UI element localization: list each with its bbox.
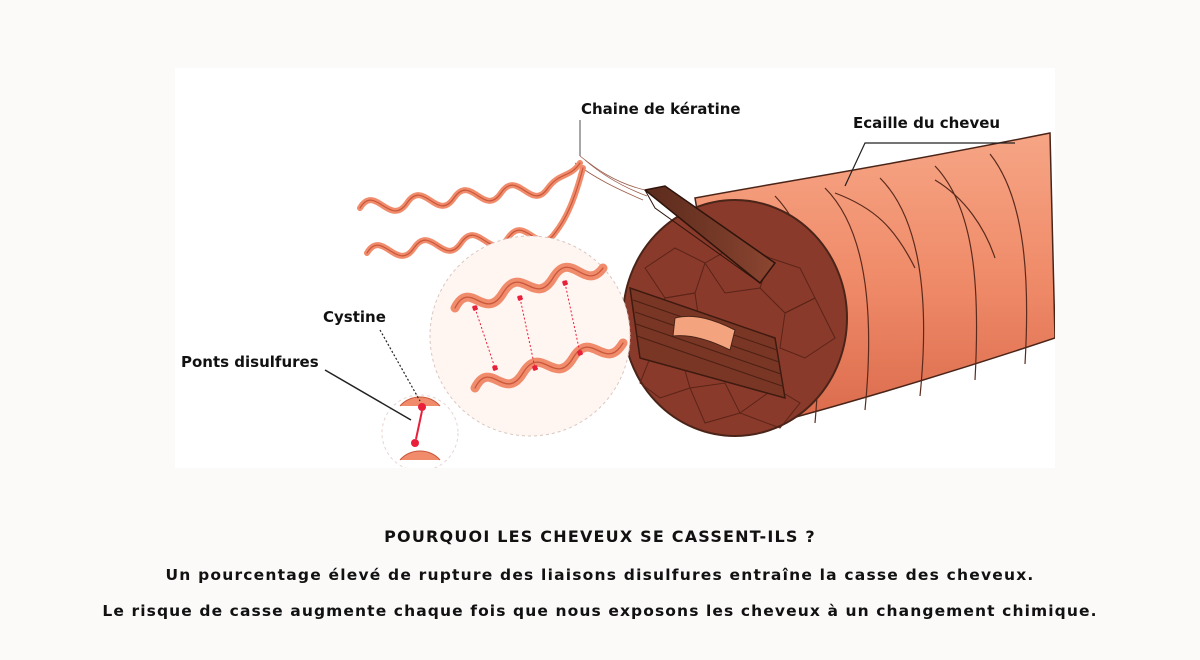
magnified-helices xyxy=(450,262,628,393)
label-cystine: Cystine xyxy=(323,308,386,326)
cystine-detail xyxy=(381,394,459,468)
hair-structure-diagram: Chaine de kératine Ecaille du cheveu Cys… xyxy=(175,68,1055,468)
caption-title: POURQUOI LES CHEVEUX SE CASSENT-ILS ? xyxy=(384,527,816,546)
label-hair-scale: Ecaille du cheveu xyxy=(853,114,1001,132)
medulla-core xyxy=(672,315,736,351)
hair-illustration xyxy=(324,120,1055,468)
label-disulfide-bridges: Ponts disulfures xyxy=(181,353,319,371)
caption-line-2: Le risque de casse augmente chaque fois … xyxy=(102,602,1098,620)
label-keratin-chain: Chaine de kératine xyxy=(581,100,741,118)
keratin-strip xyxy=(643,185,777,285)
leader-lines xyxy=(324,120,1015,421)
bond-dots xyxy=(472,280,583,371)
keratin-helices xyxy=(357,160,586,259)
caption-line-1: Un pourcentage élevé de rupture des liai… xyxy=(165,566,1035,584)
medulla-layers xyxy=(629,286,786,400)
fibrils xyxy=(574,155,648,201)
